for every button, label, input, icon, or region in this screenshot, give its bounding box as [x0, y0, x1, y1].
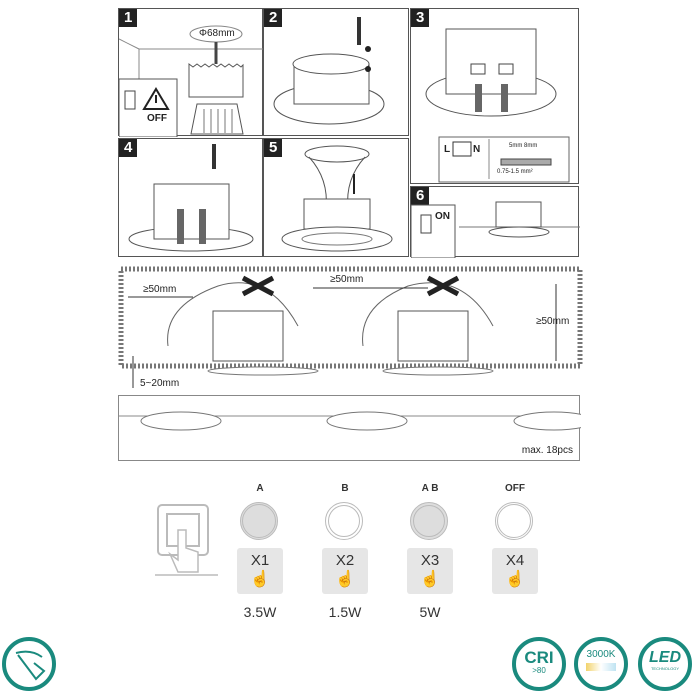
- step-number: 2: [264, 9, 283, 27]
- led-sub-label: TECHNOLOGY: [650, 666, 679, 671]
- press-x1-button[interactable]: X1 ☝: [237, 548, 283, 594]
- max-pieces-label: max. 18pcs: [521, 445, 573, 456]
- connector-illustration: [128, 144, 254, 252]
- color-temp-label: 3000K: [586, 649, 616, 660]
- step-3-panel: 3 L N 5mm 8mm 0.75-1.5 mm²: [410, 8, 579, 184]
- step-6-panel: 6 ON: [410, 186, 580, 258]
- step-number: 4: [119, 139, 138, 157]
- led-label: LED: [649, 649, 681, 666]
- color-temp-scale: [586, 663, 616, 671]
- wall-switch-hand-icon: [155, 504, 218, 576]
- cri-badge: CRI >80: [512, 637, 566, 691]
- switch-on-label: ON: [435, 211, 450, 222]
- led-technology-badge: LED TECHNOLOGY: [638, 637, 692, 691]
- power-label: 3.5W: [243, 604, 277, 620]
- step-1-panel: 1 Φ68mm OFF: [118, 8, 264, 137]
- hand-pointer-icon: ☝: [420, 571, 440, 588]
- ceiling-row-diagram: max. 18pcs: [118, 395, 581, 461]
- step-number: 6: [411, 187, 430, 205]
- cri-label: CRI: [524, 648, 554, 667]
- drill-illustration: [119, 25, 264, 137]
- between-clearance-label: ≥50mm: [330, 274, 364, 285]
- step-2-panel: 2: [263, 8, 409, 136]
- press-count: X1: [250, 552, 270, 569]
- lamp-state-icon: [410, 502, 448, 540]
- hand-pointer-icon: ☝: [335, 571, 355, 588]
- switch-on-illustration: [411, 201, 580, 258]
- step-number: 1: [119, 9, 138, 27]
- spring-clip-illustration: [273, 17, 385, 125]
- step-4-panel: 4: [118, 138, 263, 257]
- side-clearance-label: ≥50mm: [143, 284, 177, 295]
- press-count: X3: [420, 552, 440, 569]
- mode-label: A: [256, 483, 264, 494]
- press-x4-button[interactable]: X4 ☝: [492, 548, 538, 594]
- hand-pointer-icon: ☝: [505, 571, 525, 588]
- mode-label: OFF: [505, 483, 525, 494]
- step-number: 3: [411, 9, 430, 27]
- power-label: 1.5W: [328, 604, 362, 620]
- color-temperature-badge: 3000K: [574, 637, 628, 691]
- press-count: X2: [335, 552, 355, 569]
- ceiling-thickness-label: 5~20mm: [140, 378, 180, 389]
- press-x3-button[interactable]: X3 ☝: [407, 548, 453, 594]
- wiring-illustration: [425, 28, 570, 183]
- strip-length-label: 5mm 8mm: [509, 143, 538, 149]
- hole-diameter-label: Φ68mm: [199, 28, 235, 39]
- terminal-n-label: N: [473, 144, 481, 155]
- cri-value: >80: [532, 666, 546, 675]
- height-clearance-label: ≥50mm: [536, 316, 570, 327]
- press-x2-button[interactable]: X2 ☝: [322, 548, 368, 594]
- hand-pointer-icon: ☝: [250, 571, 270, 588]
- insert-illustration: [281, 145, 393, 252]
- mode-label: A B: [421, 483, 439, 494]
- wire-section-label: 0.75-1.5 mm²: [497, 169, 533, 175]
- switch-off-label: OFF: [147, 113, 167, 124]
- lamp-state-icon: [495, 502, 533, 540]
- lamp-state-icon: [325, 502, 363, 540]
- step-number: 5: [264, 139, 283, 157]
- installation-clearance-diagram: ≥50mm ≥50mm ≥50mm 5~20mm: [118, 266, 583, 391]
- terminal-l-label: L: [444, 144, 451, 155]
- lamp-state-icon: [240, 502, 278, 540]
- recessed-spotlight-icon: [2, 637, 56, 691]
- step-5-panel: 5: [263, 138, 409, 257]
- mode-label: B: [341, 483, 349, 494]
- power-label: 5W: [419, 604, 441, 620]
- press-count: X4: [505, 552, 525, 569]
